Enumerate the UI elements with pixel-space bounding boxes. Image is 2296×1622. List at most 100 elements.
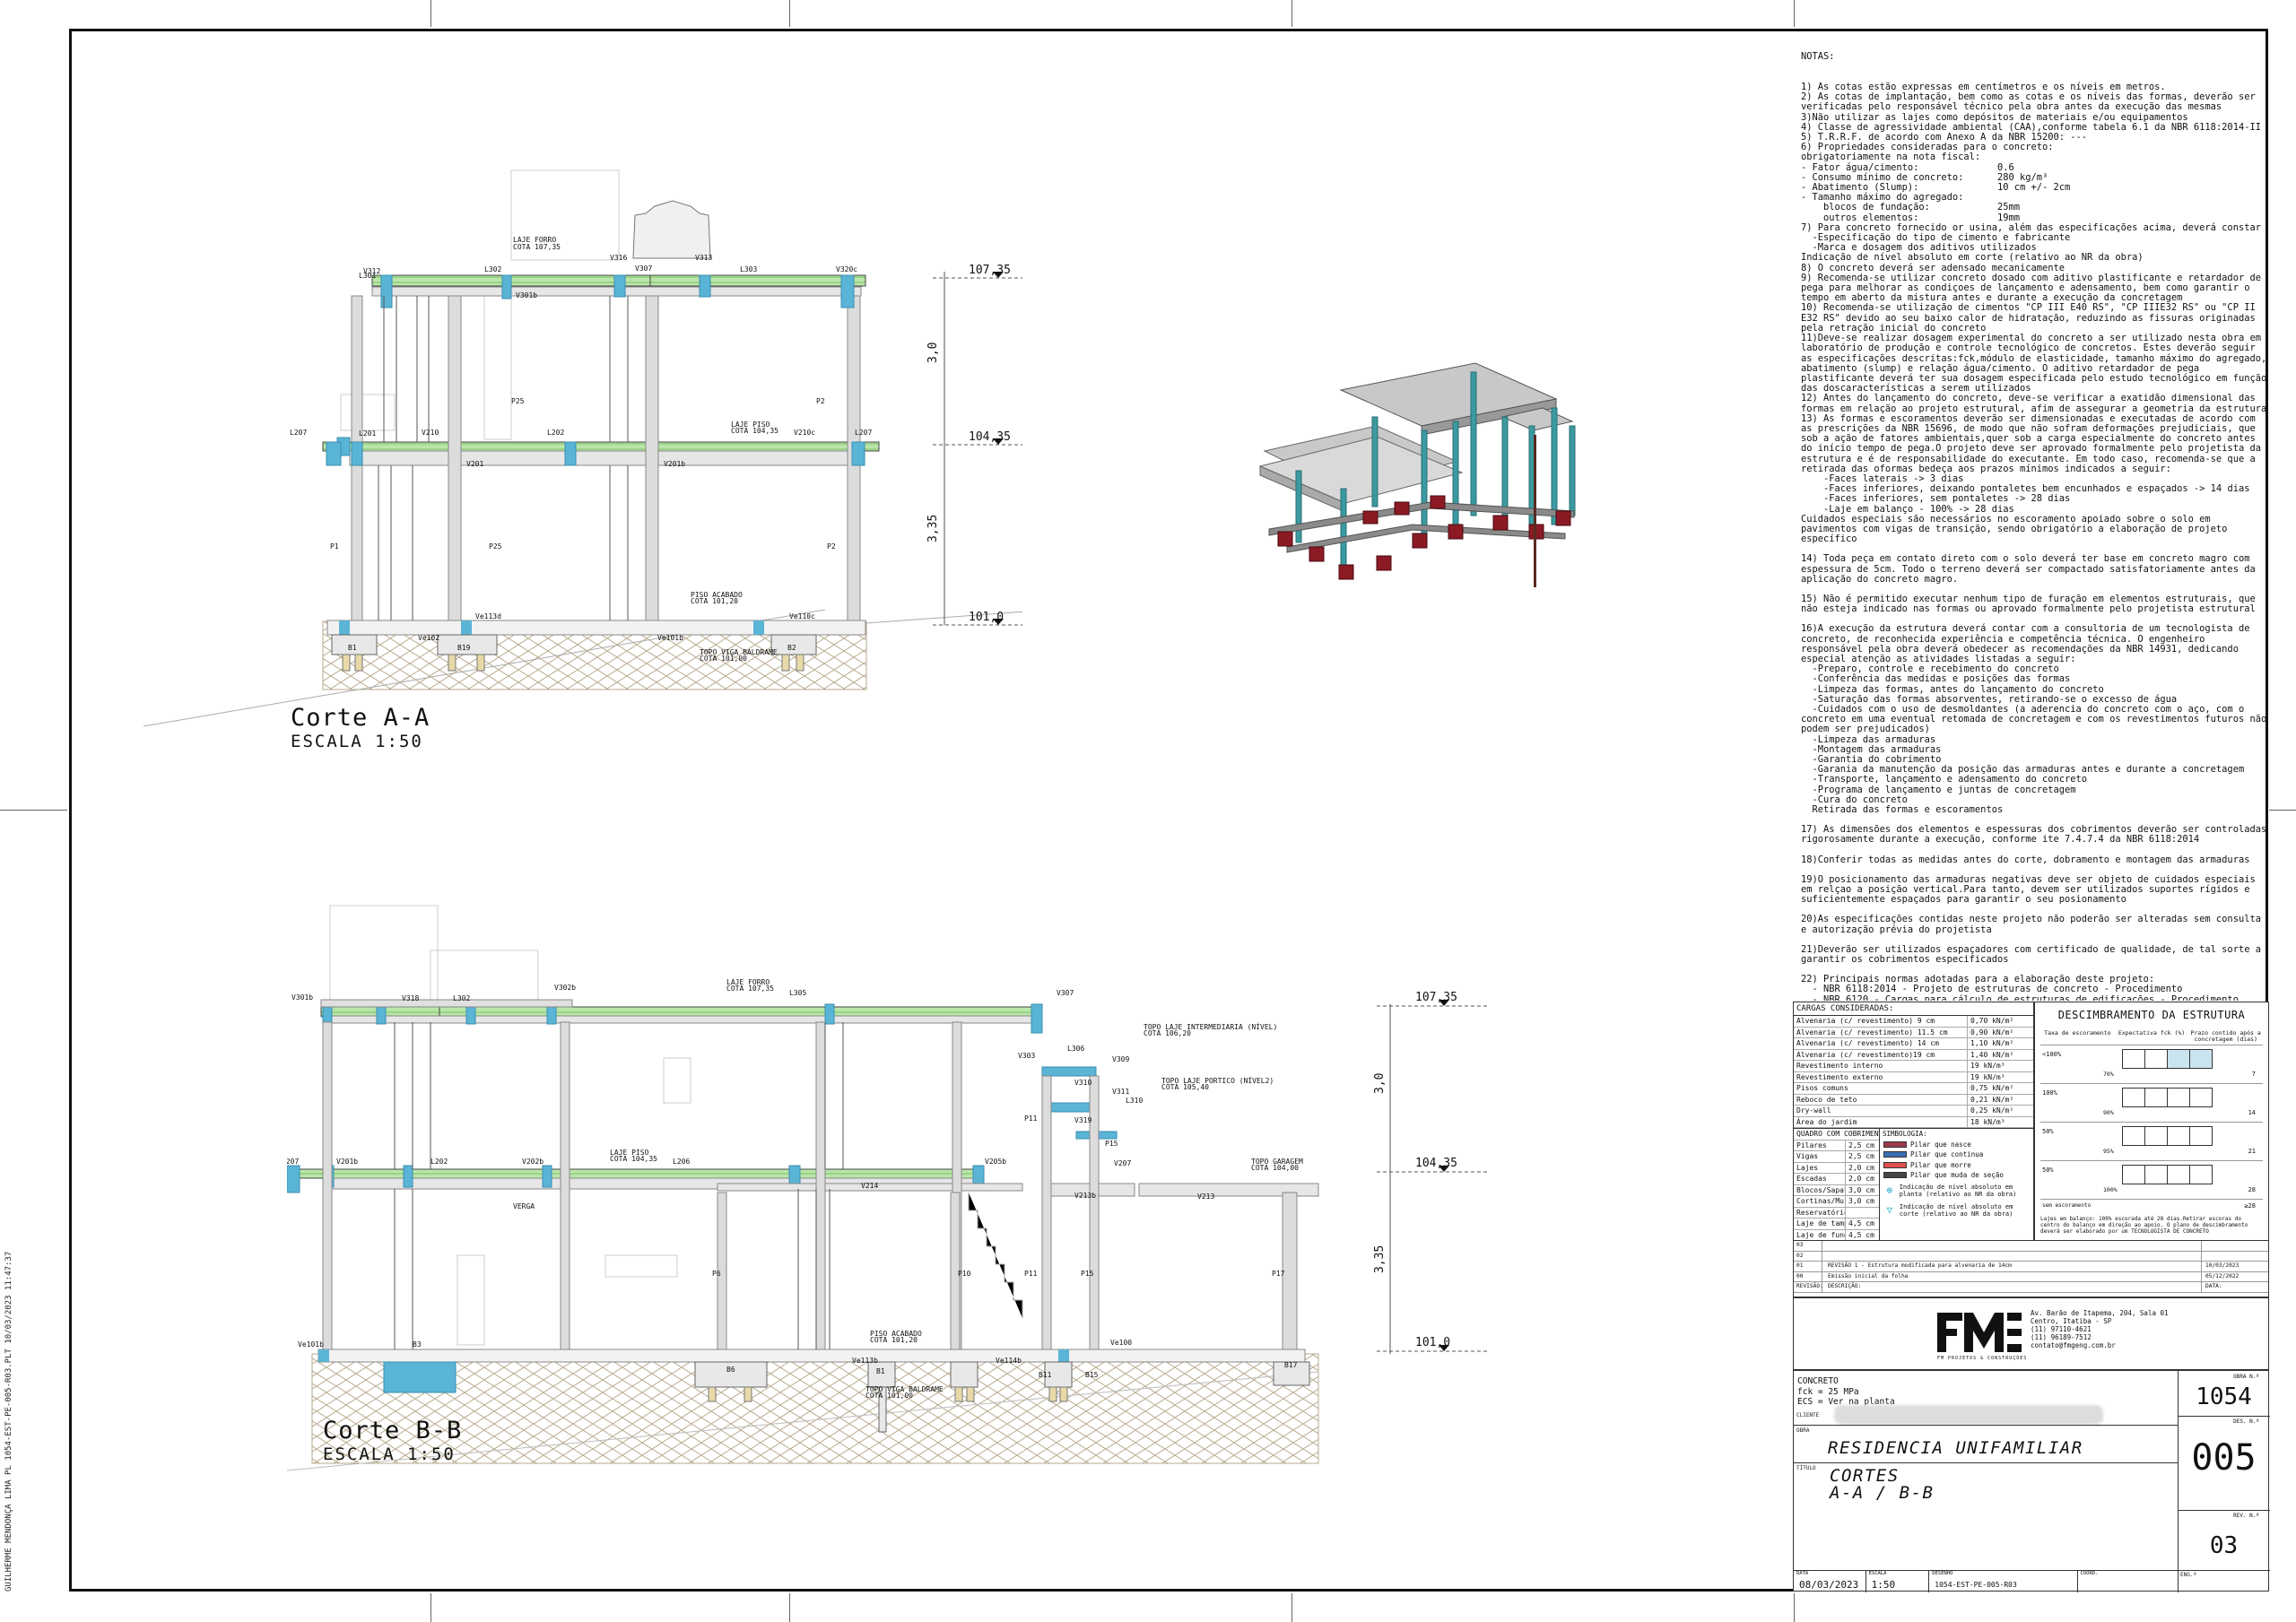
note-line: -Laje em balanço - 100% -> 28 dias [1801,503,2014,515]
section-bb-title: Corte B-B ESCALA 1:50 [323,1417,463,1464]
company-block: FM PROJETOS & CONSTRUÇÕES Av. Barão de I… [1793,1297,2269,1370]
svg-text:V201b: V201b [336,1158,358,1166]
section-bb-drawing: 107,35 104,35 101,0 3,0 3,35 LAJE FORRO … [287,905,1489,1471]
svg-text:P15: P15 [1105,1140,1118,1148]
revision-row: 03 [1794,1241,2268,1252]
project-name: RESIDENCIA UNIFAMILIAR [1828,1438,2083,1458]
svg-text:P15: P15 [1081,1270,1094,1278]
svg-text:L202: L202 [547,429,564,437]
svg-text:COTA 101,20: COTA 101,20 [691,597,738,605]
note-line: 17) As dimensões dos elementos e espessu… [1801,824,2267,846]
level-arrow-icon: ⊕ [1886,1184,1893,1196]
note-line: 19)O posicionamento das armaduras negati… [1801,873,2261,906]
svg-text:B6: B6 [726,1366,735,1374]
sheet-numbers: OBRA N.º 1054 DES. N.º 005 REV. N.º 03 E… [2178,1371,2270,1592]
svg-text:V313: V313 [695,254,712,262]
note-line: 8) O concreto deverá ser adensado mecani… [1801,262,2066,273]
notes-list: 1) As cotas estão expressas em centímetr… [1801,82,2267,1001]
note-line: 7) Para concreto fornecido or usina, alé… [1801,221,2261,233]
svg-text:V210c: V210c [794,429,815,437]
note-line: -Garania da manutenção da posição das ar… [1801,764,2245,776]
symbol-swatch-icon [1883,1141,1907,1148]
svg-text:TOPO VIGA BALDRAME: TOPO VIGA BALDRAME [865,1385,944,1393]
structure-3d-view [1258,362,1576,587]
symbol-swatch-icon [1883,1151,1907,1158]
svg-text:V202b: V202b [522,1158,544,1166]
svg-text:V319: V319 [1074,1116,1091,1124]
cover-row: Laje de tampa4,5 cm [1794,1219,1879,1230]
svg-text:104,35: 104,35 [1415,1157,1457,1170]
svg-text:B1: B1 [348,644,357,652]
cover-row: Blocos/Sapatas3,0 cm [1794,1184,1879,1196]
note-line: outros elementos: 19mm [1801,212,2020,223]
svg-text:L306: L306 [1067,1045,1084,1053]
beam [380,274,393,308]
svg-text:Ve101b: Ve101b [657,634,683,642]
svg-text:V207: V207 [1114,1159,1131,1167]
svg-text:COTA 101,00: COTA 101,00 [865,1392,913,1400]
svg-text:B1: B1 [876,1367,885,1375]
symbol-row: Pilar que continua [1880,1149,2033,1160]
shoring-stage: 50%95%21 [2040,1122,2263,1160]
svg-text:V312: V312 [363,267,380,275]
svg-text:COTA 104,00: COTA 104,00 [1251,1164,1299,1172]
symbol-row: Pilar que morre [1880,1160,2033,1171]
svg-text:V311: V311 [1112,1088,1129,1096]
svg-text:V201: V201 [466,460,483,468]
svg-text:P2: P2 [827,542,836,551]
title-block: CONCRETO fck = 25 MPa ECS = Ver na plant… [1793,1370,2270,1592]
svg-text:V213: V213 [1197,1193,1214,1201]
svg-text:3,0: 3,0 [926,343,940,363]
note-line: -Limpeza das armaduras [1801,733,1936,745]
note-line: blocos de fundação: 25mm [1801,202,2020,213]
svg-text:B11: B11 [1039,1371,1052,1379]
svg-text:TOPO GARAGEM: TOPO GARAGEM [1251,1158,1303,1166]
svg-text:VERGA: VERGA [513,1202,535,1210]
note-line: 10) Recomenda-se utilização de cimentos … [1801,302,2261,334]
soil-hatch [311,1353,1319,1464]
note-line: 16)A execução da estrutura deverá contar… [1801,623,2256,664]
svg-text:P10: P10 [958,1270,971,1278]
sheet-title: CORTES A-A / B-B [1830,1466,1935,1503]
svg-text:L206: L206 [673,1158,690,1166]
svg-text:V303: V303 [1018,1052,1035,1060]
note-line: 14) Toda peça em contato direto com o so… [1801,553,2261,585]
note-line: -Garantia do cobrimento [1801,754,1942,766]
note-line: 21)Deverão ser utilizados espaçadores co… [1801,943,2267,966]
svg-text:101,0: 101,0 [969,611,1004,624]
svg-text:PISO ACABADO: PISO ACABADO [691,591,743,599]
general-notes: NOTAS: 1) As cotas estão expressas em ce… [1801,32,2267,1001]
svg-text:TOPO VIGA BALDRAME: TOPO VIGA BALDRAME [700,648,778,656]
note-line: -Especificação do tipo de cimento e fabr… [1801,232,2071,244]
note-line: -Cuidados com o uso de desmoldantes (a a… [1801,704,2267,735]
section-aa-title: Corte A-A ESCALA 1:50 [291,704,430,751]
svg-text:V310: V310 [1074,1079,1091,1087]
svg-text:L310: L310 [1126,1097,1143,1105]
svg-text:V302b: V302b [554,984,576,992]
svg-text:B3: B3 [413,1340,422,1349]
svg-text:COTA 104,35: COTA 104,35 [731,427,778,435]
revision-row: REVISÃO:DESCRIÇÃO:DATA: [1794,1282,2268,1293]
svg-text:P6: P6 [712,1270,721,1278]
note-line: 1) As cotas estão expressas em centímetr… [1801,82,2166,93]
svg-text:P25: P25 [511,397,525,405]
note-line: 20)As especificações contidas neste proj… [1801,914,2267,935]
note-line: 13) As formas e escoramentos deverão ser… [1801,412,2267,474]
svg-text:L302: L302 [484,265,501,273]
svg-text:V320c: V320c [836,265,857,273]
note-line: 4) Classe de agressividade ambiental (CA… [1801,121,2261,133]
note-line: - NBR 6120 - Cargas para cálculo de estr… [1801,993,2239,1001]
svg-text:V205b: V205b [985,1158,1006,1166]
note-line: - Abatimento (Slump): 10 cm +/- 2cm [1801,182,2071,194]
svg-text:3,35: 3,35 [926,515,940,542]
